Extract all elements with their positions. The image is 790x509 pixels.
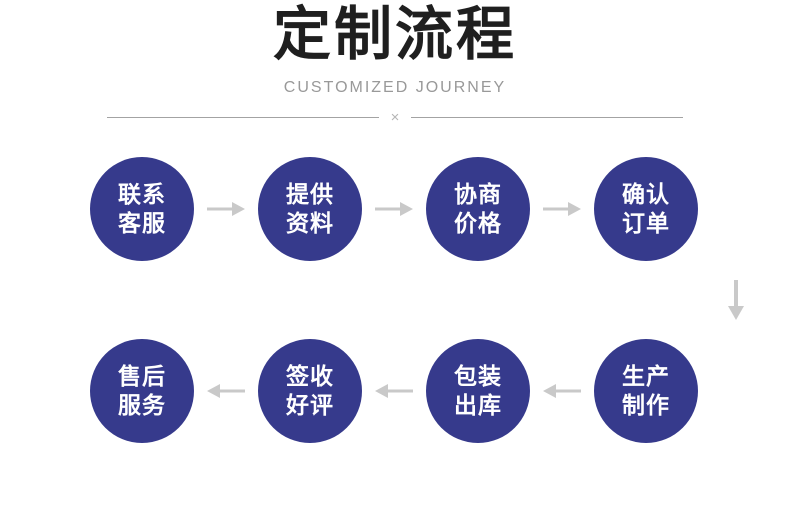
- step-circle-packing-shipping: 包装 出库: [426, 339, 530, 443]
- divider-line-left: [107, 116, 379, 118]
- flow-connector: [90, 261, 744, 339]
- step-label-line: 出库: [454, 392, 502, 418]
- step-circle-after-sales: 售后 服务: [90, 339, 194, 443]
- step-label-line: 客服: [118, 210, 166, 236]
- page-subtitle: CUSTOMIZED JOURNEY: [283, 79, 507, 96]
- step-label-line: 制作: [622, 392, 670, 418]
- step-circle-confirm-order: 确认 订单: [594, 157, 698, 261]
- step-label-line: 订单: [622, 210, 670, 236]
- flow-row-top: 联系 客服 提供 资料 协商 价格 确认 订单: [90, 157, 698, 261]
- arrow-right-icon: [530, 201, 594, 217]
- arrow-down-icon: [726, 279, 746, 321]
- step-label-line: 价格: [454, 210, 502, 236]
- step-label-line: 资料: [286, 210, 334, 236]
- step-label-line: 联系: [118, 181, 166, 207]
- step-label-line: 确认: [622, 181, 670, 207]
- arrow-left-icon: [194, 383, 258, 399]
- step-circle-production: 生产 制作: [594, 339, 698, 443]
- step-label-line: 协商: [454, 181, 502, 207]
- arrow-left-icon: [362, 383, 426, 399]
- step-label-line: 提供: [286, 181, 334, 207]
- header: 定制流程 CUSTOMIZED JOURNEY ×: [0, 0, 790, 125]
- step-circle-provide-materials: 提供 资料: [258, 157, 362, 261]
- step-label-line: 服务: [118, 392, 166, 418]
- step-circle-contact-support: 联系 客服: [90, 157, 194, 261]
- arrow-left-icon: [530, 383, 594, 399]
- x-mark-icon: ×: [390, 108, 400, 126]
- step-label-line: 签收: [286, 363, 334, 389]
- step-label-line: 好评: [286, 392, 334, 418]
- arrow-right-icon: [362, 201, 426, 217]
- divider-line-right: [411, 116, 684, 118]
- step-circle-negotiate-price: 协商 价格: [426, 157, 530, 261]
- step-label-line: 包装: [454, 363, 502, 389]
- divider: ×: [107, 108, 684, 126]
- step-circle-sign-review: 签收 好评: [258, 339, 362, 443]
- step-label-line: 生产: [622, 363, 670, 389]
- arrow-right-icon: [194, 201, 258, 217]
- page-title: 定制流程: [272, 2, 517, 67]
- flow-row-bottom: 售后 服务 签收 好评 包装 出库 生产 制作: [90, 339, 698, 443]
- flow-diagram: 联系 客服 提供 资料 协商 价格 确认 订单: [90, 157, 744, 443]
- step-label-line: 售后: [118, 363, 166, 389]
